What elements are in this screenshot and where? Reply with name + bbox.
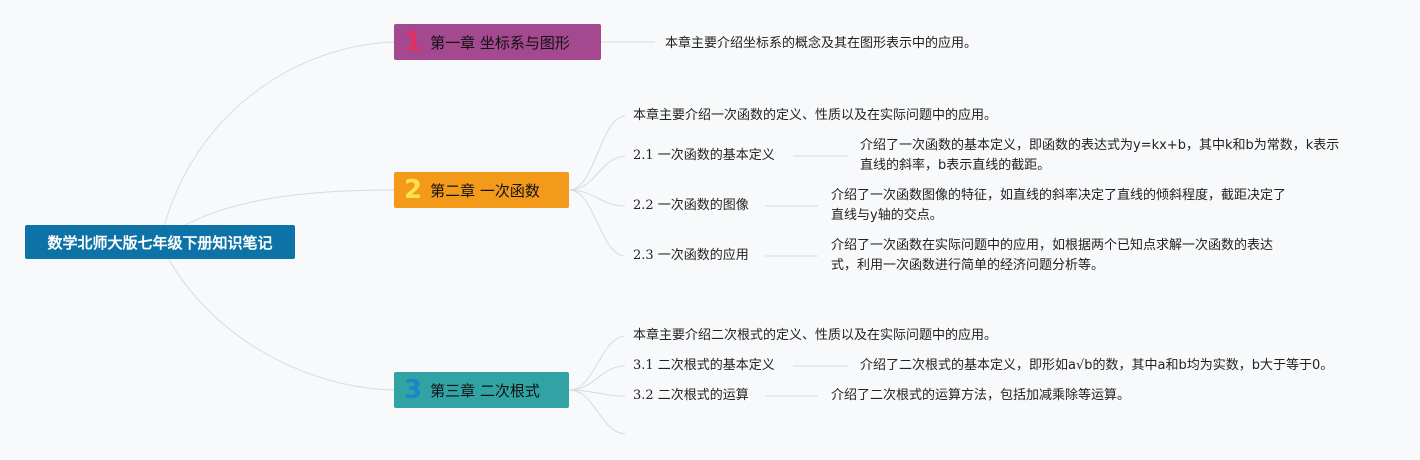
section-2-1-desc: 介绍了一次函数的基本定义，即函数的表达式为y=kx+b，其中k和b为常数，k表示… xyxy=(860,136,1339,176)
chapter-1-node[interactable]: 1 第一章 坐标系与图形 xyxy=(394,24,601,60)
chapter-3-node[interactable]: 3 第三章 二次根式 xyxy=(394,372,569,408)
section-2-1-title[interactable]: 2.1 一次函数的基本定义 xyxy=(633,148,775,163)
chapter-3-number: 3 xyxy=(404,375,423,405)
chapter-1-title: 第一章 坐标系与图形 xyxy=(430,33,570,52)
section-2-3-desc: 介绍了一次函数在实际问题中的应用，如根据两个已知点求解一次函数的表达 式，利用一… xyxy=(831,236,1273,276)
chapter-3-summary: 本章主要介绍二次根式的定义、性质以及在实际问题中的应用。 xyxy=(633,328,998,343)
chapter-3-title: 第三章 二次根式 xyxy=(430,381,540,400)
root-node[interactable]: 数学北师大版七年级下册知识笔记 xyxy=(25,225,295,259)
section-3-1-desc: 介绍了二次根式的基本定义，即形如a√b的数，其中a和b均为实数，b大于等于0。 xyxy=(860,358,1334,373)
section-2-2-desc: 介绍了一次函数图像的特征，如直线的斜率决定了直线的倾斜程度，截距决定了 直线与y… xyxy=(831,186,1286,226)
chapter-1-number: 1 xyxy=(404,27,423,57)
section-2-3-desc-line-1: 介绍了一次函数在实际问题中的应用，如根据两个已知点求解一次函数的表达 xyxy=(831,238,1274,253)
chapter-2-number: 2 xyxy=(404,175,423,205)
section-3-1-title[interactable]: 3.1 二次根式的基本定义 xyxy=(633,358,775,373)
chapter-2-summary: 本章主要介绍一次函数的定义、性质以及在实际问题中的应用。 xyxy=(633,108,998,123)
chapter-2-title: 第二章 一次函数 xyxy=(430,181,540,200)
section-2-2-title[interactable]: 2.2 一次函数的图像 xyxy=(633,198,749,213)
chapter-1-summary: 本章主要介绍坐标系的概念及其在图形表示中的应用。 xyxy=(665,36,978,51)
chapter-2-node[interactable]: 2 第二章 一次函数 xyxy=(394,172,569,208)
section-2-3-desc-line-2: 式，利用一次函数进行简单的经济问题分析等。 xyxy=(831,258,1105,273)
section-2-2-desc-line-1: 介绍了一次函数图像的特征，如直线的斜率决定了直线的倾斜程度，截距决定了 xyxy=(831,188,1287,203)
section-2-3-title[interactable]: 2.3 一次函数的应用 xyxy=(633,248,749,263)
section-2-1-desc-line-2: 直线的斜率，b表示直线的截距。 xyxy=(860,158,1051,173)
section-3-2-desc: 介绍了二次根式的运算方法，包括加减乘除等运算。 xyxy=(831,388,1131,403)
root-title: 数学北师大版七年级下册知识笔记 xyxy=(47,233,273,252)
section-2-2-desc-line-2: 直线与y轴的交点。 xyxy=(831,208,943,223)
section-3-2-title[interactable]: 3.2 二次根式的运算 xyxy=(633,388,749,403)
section-2-1-desc-line-1: 介绍了一次函数的基本定义，即函数的表达式为y=kx+b，其中k和b为常数，k表示 xyxy=(860,138,1340,153)
